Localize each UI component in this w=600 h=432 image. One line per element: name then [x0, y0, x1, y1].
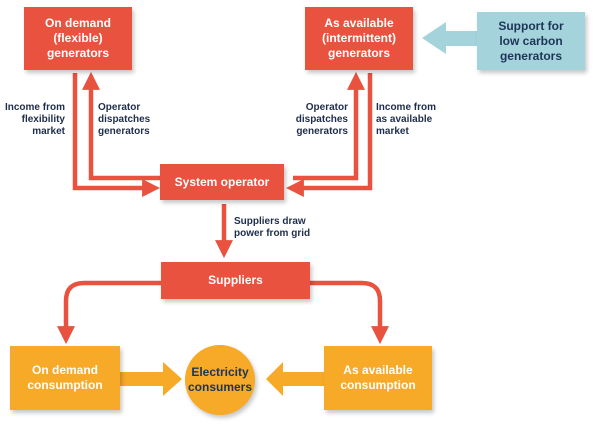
- arrow-income-flexibility: [72, 73, 161, 197]
- arrow-operator-dispatch-left: [82, 71, 160, 181]
- electricity-consumers-circle: Electricity consumers: [185, 345, 255, 415]
- arrow-operator-dispatch-right: [293, 71, 365, 181]
- suppliers-draw-label: Suppliers draw power from grid: [234, 216, 311, 239]
- income-flexibility-label: Income from flexibility market: [4, 102, 65, 137]
- operator-dispatches-left-label: Operator dispatches generators: [98, 102, 151, 137]
- arrow-suppliers-to-as-available: [310, 280, 389, 345]
- on-demand-consumption-box: On demand consumption: [10, 346, 120, 410]
- arrow-income-as-available: [285, 73, 373, 197]
- arrow-on-demand-to-consumers: [119, 362, 182, 396]
- as-available-consumption-box: As available consumption: [324, 346, 432, 410]
- suppliers-box: Suppliers: [161, 262, 310, 299]
- system-operator-box: System operator: [160, 164, 284, 200]
- arrow-support-low-carbon: [422, 22, 477, 54]
- on-demand-generators-box: On demand (flexible) generators: [24, 7, 132, 70]
- operator-dispatches-right-label: Operator dispatches generators: [295, 102, 348, 137]
- arrow-suppliers-to-on-demand: [57, 280, 162, 345]
- support-low-carbon-box: Support for low carbon generators: [477, 12, 585, 70]
- income-as-available-label: Income from as available market: [376, 102, 437, 137]
- as-available-generators-box: As available (intermittent) generators: [305, 7, 413, 70]
- arrow-as-available-to-consumers: [266, 362, 324, 396]
